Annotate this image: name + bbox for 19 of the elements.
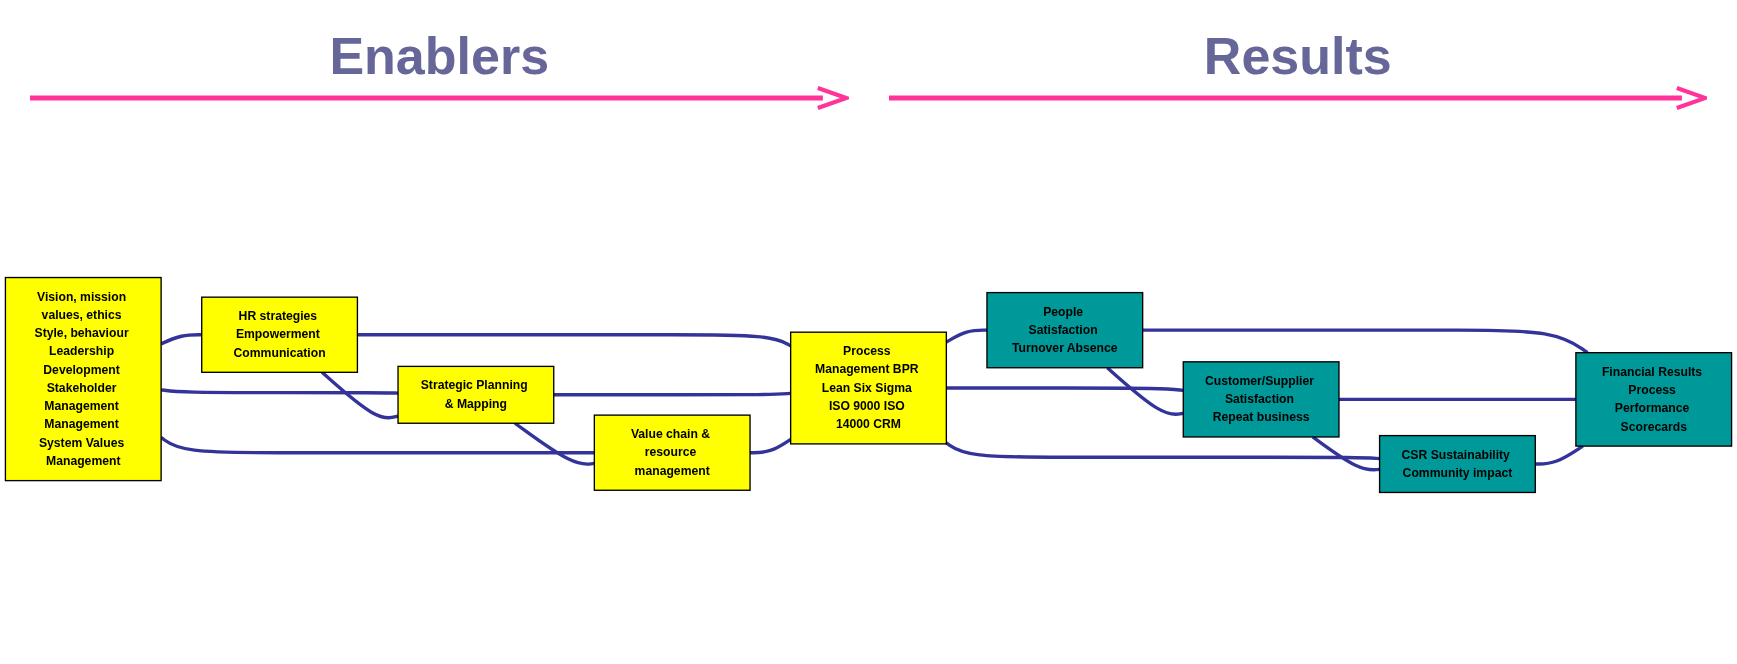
section-heading: Enablers (329, 26, 550, 86)
node-box: Customer/Supplier Satisfaction Repeat business (1182, 361, 1340, 438)
node-box: Process Management BPR Lean Six Sigma ISO 9000 ISO 14000 CRM (789, 331, 948, 445)
node-box: Vision, mission values, ethics Style, behaviour Leadership Development Stakeholder Management Management System Values Management (4, 276, 162, 482)
connector (1338, 397, 1576, 402)
connector (553, 391, 791, 397)
connector (1311, 435, 1380, 472)
node-box: Strategic Planning & Mapping (397, 365, 555, 424)
connector (320, 371, 399, 420)
connector (1106, 366, 1184, 417)
connector (750, 437, 792, 455)
node-box: Financial Results Process Performance Scorecards (1575, 352, 1733, 447)
node-box: HR strategies Empowerment Communication (201, 296, 359, 373)
connector (946, 386, 1184, 393)
node-box: Value chain & resource management (593, 414, 751, 491)
node-box: CSR Sustainability Community impact (1378, 434, 1536, 494)
section-heading: Results (1203, 26, 1392, 86)
node-box: People Satisfaction Turnover Absence (986, 291, 1144, 369)
connector (945, 441, 1380, 461)
